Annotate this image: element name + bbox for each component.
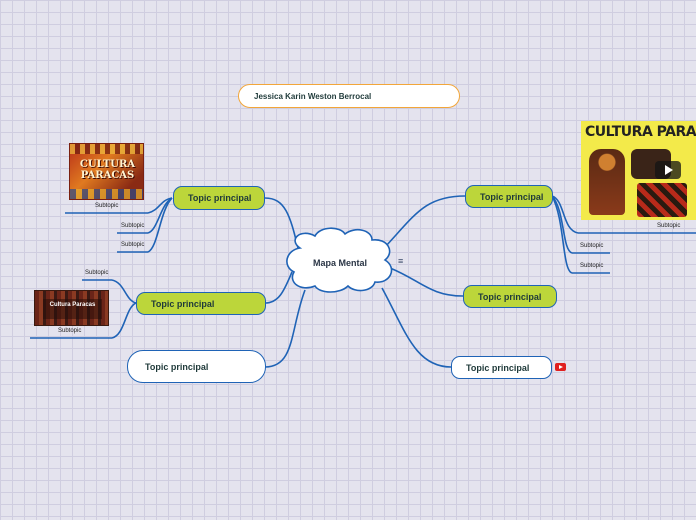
subtopic-label[interactable]: Subtopic	[95, 203, 119, 209]
title-node[interactable]: Jessica Karin Weston Berrocal	[238, 84, 460, 108]
image-caption: Cultura Paracas	[49, 302, 96, 308]
connector-right-2	[389, 267, 464, 297]
subtopic-label[interactable]: Subtopic	[657, 223, 681, 229]
subtopic-label[interactable]: Subtopic	[580, 263, 604, 269]
connector-lt2-sub2	[111, 302, 137, 339]
connector-rt1-sub3	[551, 195, 573, 274]
notes-icon[interactable]: ≡	[398, 256, 404, 266]
cultura-paracas-image-1[interactable]: CULTURA PARACAS	[69, 143, 144, 200]
subtopic-label[interactable]: Subtopic	[121, 242, 145, 248]
subtopic-label[interactable]: Subtopic	[580, 243, 604, 249]
subtopic-label[interactable]: Subtopic	[121, 223, 145, 229]
connector-left-1	[264, 197, 299, 249]
connector-left-3	[264, 289, 306, 368]
central-cloud-shape	[286, 227, 393, 293]
play-button[interactable]	[655, 161, 681, 179]
figure-illustration	[589, 149, 625, 215]
central-topic-label[interactable]: Mapa Mental	[312, 258, 367, 268]
topic-node-right-3[interactable]: Topic principal	[451, 356, 552, 379]
image-caption: CULTURA PARACAS	[585, 124, 696, 140]
connector-right-3	[381, 287, 452, 368]
textile-illustration	[637, 183, 687, 217]
subtopic-label[interactable]: Subtopic	[85, 270, 109, 276]
image-caption: CULTURA PARACAS	[79, 159, 136, 181]
topic-node-left-3[interactable]: Topic principal	[127, 350, 266, 383]
youtube-icon[interactable]	[555, 363, 566, 371]
topic-node-right-1[interactable]: Topic principal	[465, 185, 553, 208]
topic-node-left-2[interactable]: Topic principal	[136, 292, 266, 315]
topic-node-right-2[interactable]: Topic principal	[463, 285, 557, 308]
topic-node-left-1[interactable]: Topic principal	[173, 186, 265, 210]
connector-right-1	[384, 195, 466, 248]
cultura-paracas-video-thumbnail[interactable]: CULTURA PARACAS	[581, 121, 696, 220]
connector-lt1-sub3	[147, 197, 173, 253]
connector-lt2-sub1	[111, 279, 137, 304]
connector-lt1-sub1	[147, 197, 173, 214]
cultura-paracas-image-2[interactable]: Cultura Paracas	[34, 290, 109, 326]
subtopic-label[interactable]: Subtopic	[58, 328, 82, 334]
connector-rt1-sub1	[551, 195, 579, 234]
connector-rt1-sub2	[551, 195, 573, 254]
connector-left-2	[264, 271, 293, 304]
